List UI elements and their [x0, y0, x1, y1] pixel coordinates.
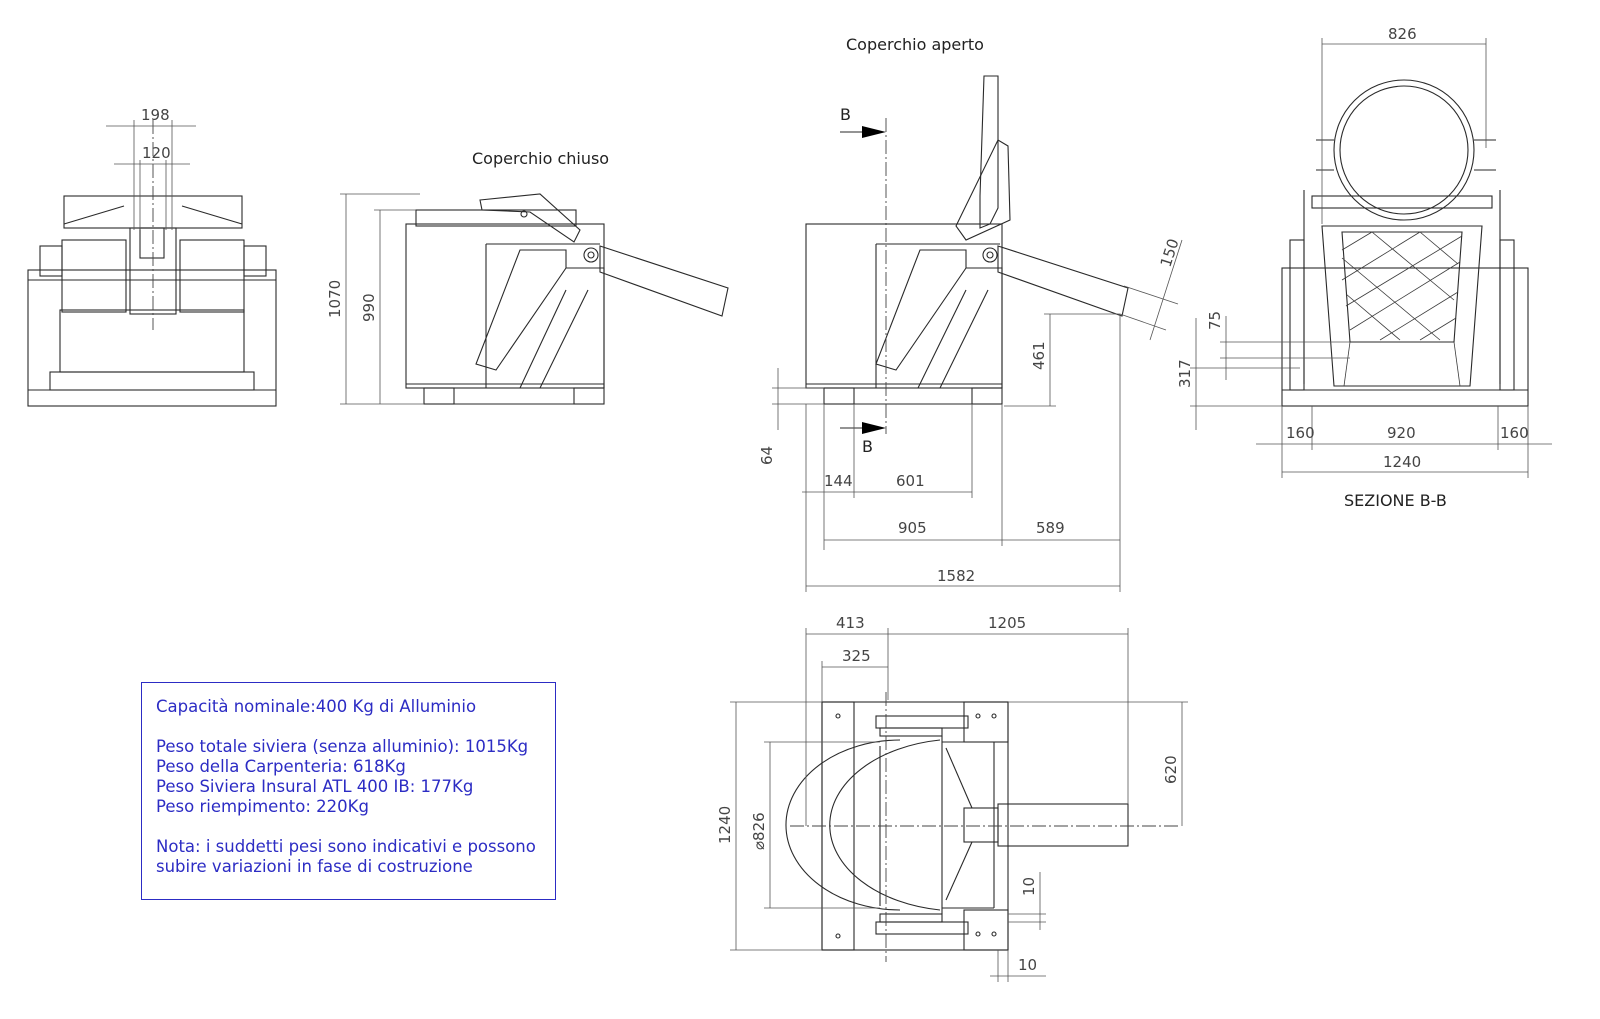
- dim-413: 413: [836, 614, 865, 632]
- dim-601: 601: [896, 472, 925, 490]
- dim-1070: 1070: [326, 280, 344, 318]
- cut-label-bottom: B: [862, 437, 873, 456]
- note-total-weight: Peso totale siviera (senza alluminio): 1…: [156, 737, 529, 756]
- dim-10-horizontal: 10: [1018, 956, 1037, 974]
- dim-160-right: 160: [1500, 424, 1529, 442]
- dim-620: 620: [1162, 755, 1180, 784]
- label-open-lid: Coperchio aperto: [846, 35, 984, 54]
- dim-325: 325: [842, 647, 871, 665]
- dim-920: 920: [1387, 424, 1416, 442]
- dim-1240-section: 1240: [1383, 453, 1421, 471]
- dim-diameter-826: ⌀826: [750, 812, 768, 850]
- front-view: 198 120: [27, 106, 277, 407]
- dim-120: 120: [142, 144, 171, 162]
- dim-10-vertical: 10: [1020, 877, 1038, 896]
- note-fill-weight: Peso riempimento: 220Kg: [156, 797, 369, 816]
- note-capacity: Capacità nominale:400 Kg di Alluminio: [156, 697, 477, 716]
- dim-1582: 1582: [937, 567, 975, 585]
- dim-160-left: 160: [1286, 424, 1315, 442]
- side-view-closed: Coperchio chiuso 1070 990: [326, 149, 729, 405]
- dim-1240-top: 1240: [716, 806, 734, 844]
- top-view: 413 1205 325 1240 ⌀826 620 10 10: [716, 614, 1188, 982]
- label-section: SEZIONE B-B: [1344, 491, 1447, 510]
- dim-144: 144: [824, 472, 853, 490]
- note-frame-weight: Peso della Carpenteria: 618Kg: [156, 757, 406, 776]
- dim-198: 198: [141, 106, 170, 124]
- dim-1205: 1205: [988, 614, 1026, 632]
- note-ladle-weight: Peso Siviera Insural ATL 400 IB: 177Kg: [156, 777, 474, 796]
- dim-64: 64: [758, 446, 776, 465]
- section-b-b: 826 75 317 160 920 160 1240 SEZIONE B-B: [1176, 25, 1552, 510]
- note-remark-line1: Nota: i suddetti pesi sono indicativi e …: [156, 837, 536, 856]
- label-closed-lid: Coperchio chiuso: [472, 149, 609, 168]
- dim-317: 317: [1176, 359, 1194, 388]
- dim-461: 461: [1030, 341, 1048, 370]
- dim-905: 905: [898, 519, 927, 537]
- dim-75: 75: [1206, 311, 1224, 330]
- dim-826-top: 826: [1388, 25, 1417, 43]
- dim-990: 990: [360, 293, 378, 322]
- specs-note-box: Capacità nominale:400 Kg di Alluminio Pe…: [141, 682, 556, 900]
- side-view-open: Coperchio aperto B B 461 150: [758, 35, 1183, 592]
- cut-label-top: B: [840, 105, 851, 124]
- dim-150: 150: [1157, 236, 1183, 269]
- note-remark-line2: subire variazioni in fase di costruzione: [156, 857, 473, 876]
- dim-589: 589: [1036, 519, 1065, 537]
